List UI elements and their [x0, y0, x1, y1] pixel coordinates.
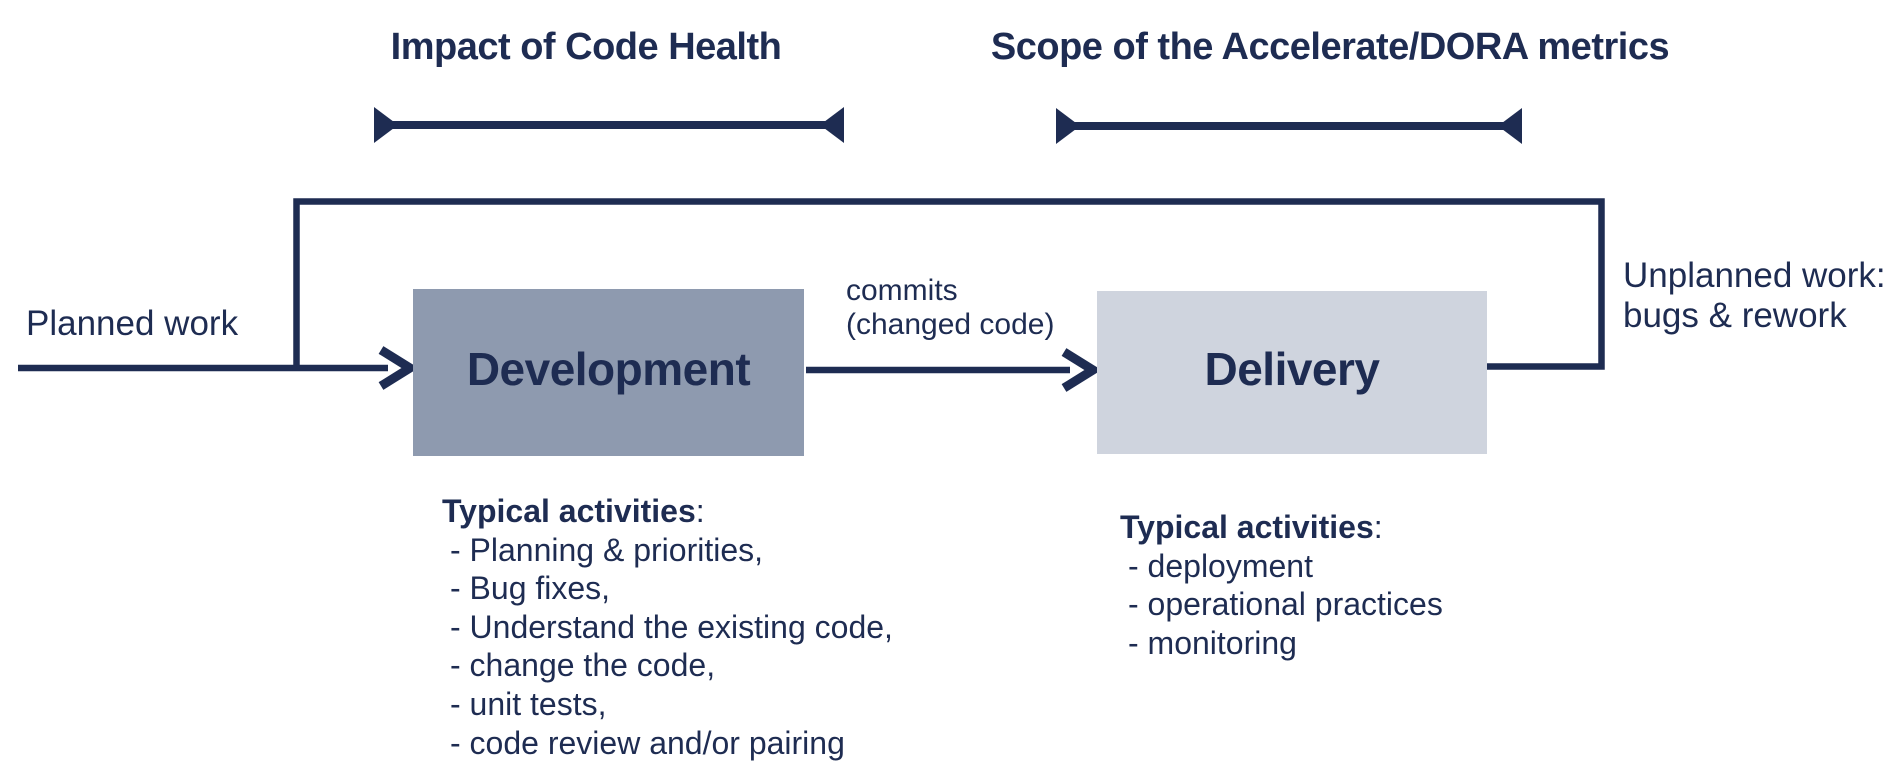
commits-label: commits (changed code) — [846, 274, 1054, 342]
unplanned-work-line1: Unplanned work: — [1623, 256, 1886, 295]
code-health-span-bracket — [374, 107, 844, 143]
unplanned-work-line2: bugs & rework — [1623, 296, 1847, 335]
commits-label-line2: (changed code) — [846, 308, 1055, 341]
delivery-box: Delivery — [1097, 291, 1487, 454]
delivery-box-label: Delivery — [1204, 342, 1380, 395]
commits-arrow — [806, 348, 1102, 392]
feedback-loop-line — [293, 198, 1605, 370]
activity-item: - deployment — [1128, 547, 1313, 584]
activity-item: - Bug fixes, — [450, 570, 611, 607]
development-box-label: Development — [466, 342, 751, 395]
planned-work-arrow — [18, 346, 419, 390]
dora-metrics-title: Scope of the Accelerate/DORA metrics — [990, 26, 1670, 68]
activity-item: - code review and/or pairing — [450, 724, 845, 761]
activity-item: - unit tests, — [450, 685, 607, 722]
activity-item: - Planning & priorities, — [450, 531, 764, 568]
delivery-activities-header: Typical activities: — [1120, 509, 1383, 545]
code-health-span-left-cap-icon — [374, 107, 398, 143]
delivery-activities-list: Typical activities: - deployment - opera… — [1120, 508, 1443, 662]
planned-work-arrowhead-icon — [378, 346, 419, 390]
activity-item: - operational practices — [1128, 586, 1443, 623]
development-activities-list: Typical activities: - Planning & priorit… — [442, 492, 893, 762]
unplanned-work-label: Unplanned work: bugs & rework — [1623, 256, 1886, 336]
commits-arrowhead-icon — [1061, 348, 1102, 392]
activity-item: - monitoring — [1128, 624, 1297, 661]
code-health-span-right-cap-icon — [820, 107, 844, 143]
code-health-title: Impact of Code Health — [390, 26, 782, 68]
dora-span-left-cap-icon — [1056, 108, 1080, 144]
development-activities-header: Typical activities: — [442, 493, 705, 529]
dora-span-bracket — [1056, 108, 1522, 144]
activity-item: - Understand the existing code, — [450, 608, 893, 645]
development-box: Development — [413, 289, 804, 456]
planned-work-label: Planned work — [26, 304, 239, 343]
commits-label-line1: commits — [846, 274, 958, 307]
dora-span-right-cap-icon — [1498, 108, 1522, 144]
activity-item: - change the code, — [450, 647, 716, 684]
